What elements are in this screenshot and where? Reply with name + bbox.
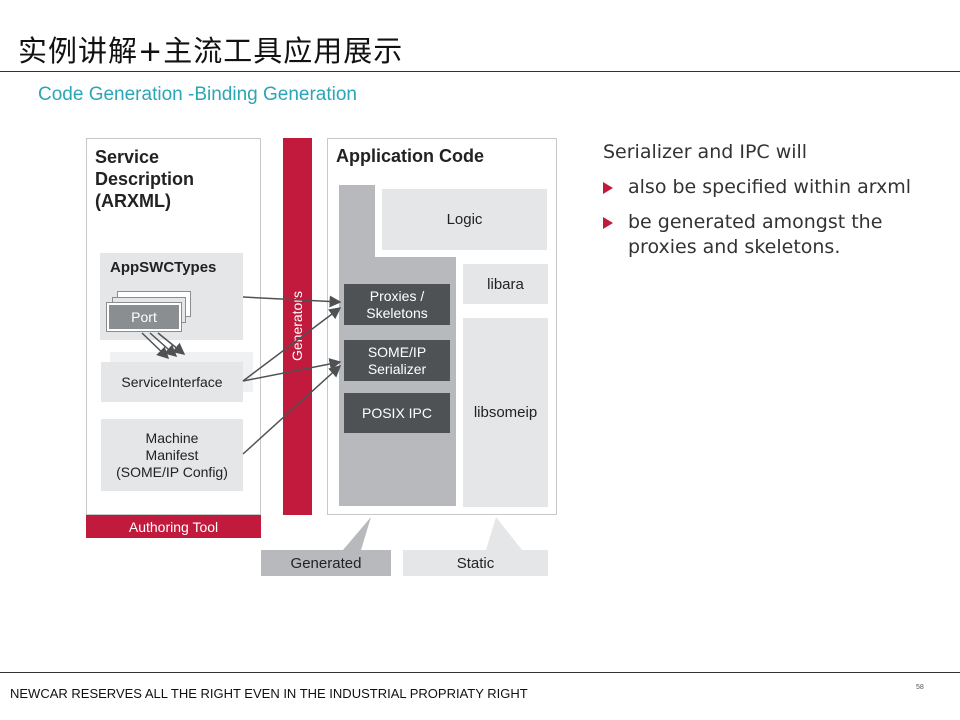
libsomeip-box: libsomeip [463,318,548,507]
list-item: also be specified within arxml [603,175,943,200]
service-description-title: Service Description (ARXML) [95,147,195,211]
bullet-triangle-icon [603,217,613,229]
footer-divider [0,672,960,673]
service-interface-box: ServiceInterface [101,362,243,402]
notes-lead: Serializer and IPC will [603,141,808,163]
logic-box: Logic [382,189,547,250]
authoring-tool-bar: Authoring Tool [86,515,261,538]
application-code-title: Application Code [336,146,484,166]
static-label: Static [456,555,495,572]
slide-subtitle: Code Generation -Binding Generation [38,84,357,105]
proxies-skeletons-box: Proxies / Skeletons [344,284,450,325]
footer-text: NEWCAR RESERVES ALL THE RIGHT EVEN IN TH… [10,686,528,701]
generated-label: Generated [290,555,362,572]
posix-ipc-box: POSIX IPC [344,393,450,433]
bullet-text: also be specified within arxml [628,176,912,198]
generated-code-area-upper [339,185,375,257]
bullet-text: be generated amongst the proxies and ske… [628,211,883,258]
someip-serializer-box: SOME/IP Serializer [344,340,450,381]
machine-manifest-box: Machine Manifest (SOME/IP Config) [101,419,243,491]
generators-label: Generators [289,290,305,362]
bullet-triangle-icon [603,182,613,194]
notes-list: Serializer and IPC will also be specifie… [603,140,943,270]
list-item: be generated amongst the proxies and ske… [603,210,943,260]
app-swc-types-label: AppSWCTypes [110,259,217,276]
port-card: Port [106,302,182,332]
slide-title: 实例讲解+主流工具应用展示 [18,34,404,68]
page-number: 58 [916,684,924,691]
title-divider [0,71,960,72]
libara-box: libara [463,264,548,304]
